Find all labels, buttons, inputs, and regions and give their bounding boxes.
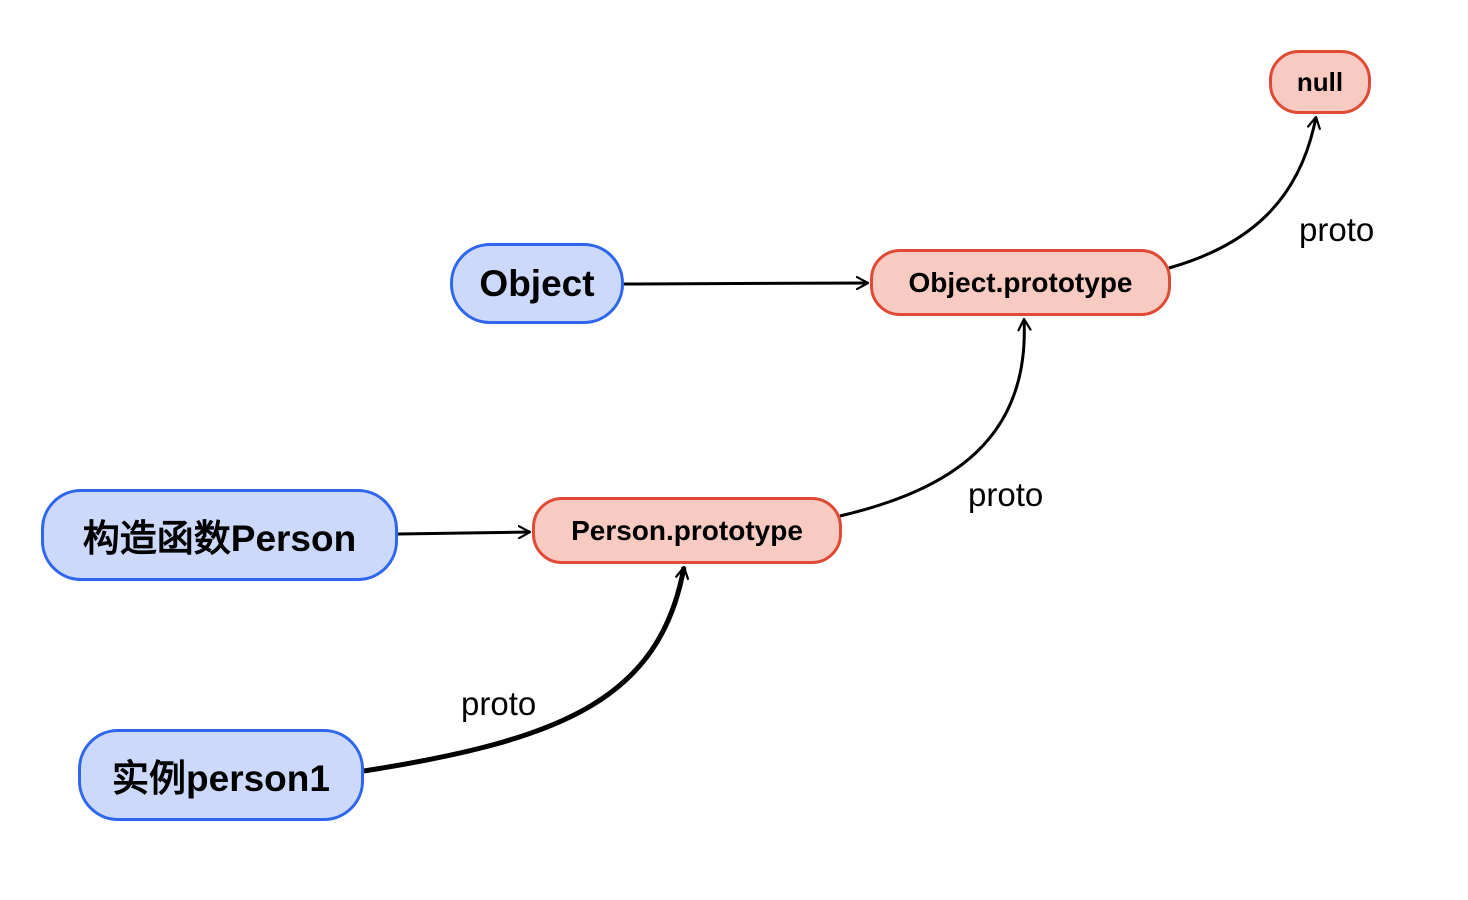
edge-label-proto-person-prototype: proto (461, 685, 537, 722)
node-object-prototype[interactable]: Object.prototype (870, 249, 1171, 316)
edge-object-prototype-to-null (1168, 117, 1316, 270)
edge-person-prototype-to-object-prototype (839, 319, 1024, 518)
node-person-constructor[interactable]: 构造函数Person (41, 489, 398, 581)
edge-label-proto-object-prototype: proto (968, 476, 1044, 513)
node-object-label: Object (479, 262, 595, 304)
node-object-prototype-label: Object.prototype (908, 266, 1133, 298)
node-instance-label: 实例person1 (112, 758, 330, 799)
edge-instance-to-person-prototype (363, 567, 684, 774)
node-person-prototype-label: Person.prototype (571, 514, 803, 546)
node-null-label: null (1296, 66, 1344, 97)
node-person-constructor-label: 构造函数Person (82, 518, 357, 559)
node-null[interactable]: null (1269, 50, 1371, 114)
edge-person-constructor-to-person-prototype (397, 532, 530, 534)
edge-object-to-object-prototype (623, 283, 868, 284)
node-instance[interactable]: 实例person1 (78, 729, 364, 821)
node-object[interactable]: Object (450, 243, 624, 324)
edge-label-proto-null: proto (1299, 211, 1375, 248)
node-person-prototype[interactable]: Person.prototype (532, 497, 842, 564)
